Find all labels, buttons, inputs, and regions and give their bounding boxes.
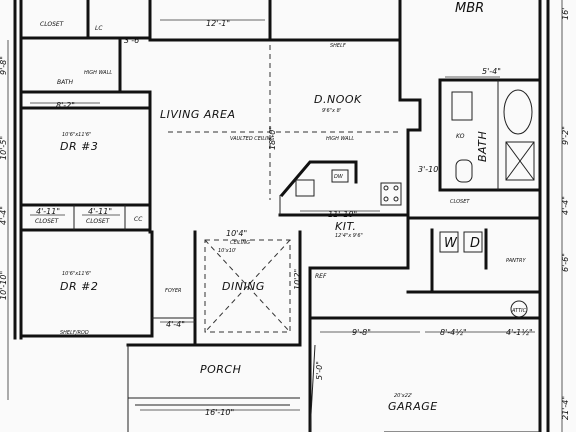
ko-label: KO [456,133,465,140]
dim-5-4: 5'-4" [482,67,501,76]
dim-10-2: 10'2" [293,269,302,290]
cc-label: CC [134,216,143,223]
pantry-label: PANTRY [506,258,526,264]
shelf-note: SHELF [330,43,346,49]
dim-10-4: 10'4" [226,229,247,238]
mbr-label: MBR [455,1,484,16]
dim-6-6: 6'-6" [561,253,570,272]
garage-size: 20'x22' [394,393,412,399]
dim-10-5: 10'-5" [0,136,8,160]
closet-low-note: SHELF/ROD [60,330,89,336]
nook-size: 9'6"x 8' [322,108,341,114]
vaulted-ceiling-note: VAULTED CEILING [230,136,274,142]
ref-label: REF [315,273,327,280]
kit-label: KIT. [335,220,356,233]
dimension-labels: 12'-1" 3'-6" 8'-2" 18'-0" 11'-10" 3'-10"… [0,8,570,420]
ceiling-dashed-lines [168,45,400,333]
high-wall-right-note: HIGH WALL [326,136,354,142]
foyer-label: FOYER [165,288,182,294]
dim-4-4-right: 4'-4" [561,196,570,215]
dim-4-11-a: 4'-11" [36,207,60,216]
closet-b-label: CLOSET [86,218,111,225]
dr3-label: DR #3 [60,140,98,153]
room-labels: CLOSET LC BATH HIGH WALL LIVING AREA DR … [35,1,526,413]
living-area-label: LIVING AREA [160,108,236,121]
porch-label: PORCH [200,363,241,376]
dim-8-4h: 8'-4½" [440,328,467,337]
dim-top: 12'-1" [206,19,230,28]
dining-label: DINING [222,280,265,293]
bath-left-label: BATH [57,79,73,86]
notes: SHELF VAULTED CEILING CEILING 10'x10' HI… [60,43,528,336]
dw-label: DW [334,174,344,180]
d-nook-label: D.NOOK [314,93,362,106]
dim-3-10: 3'-10" [418,165,442,174]
dim-9-8-left: 9'-8" [0,56,8,75]
dim-10-10: 10'-10" [0,271,8,300]
high-wall-label: HIGH WALL [84,70,112,76]
dim-16-10: 16'-10" [205,408,234,417]
dimension-lines [7,0,563,432]
dim-5-0: 5'-0" [315,361,324,380]
dim-8-2: 8'-2" [56,101,75,110]
walls [13,0,550,432]
dim-11-10: 11'-10" [328,210,357,219]
closet-mbr-label: CLOSET [450,199,470,205]
dim-4-4-left: 4'-4" [0,206,8,225]
dining-ceiling-note: CEILING [230,240,250,246]
dr3-size: 10'6"x11'6" [62,132,91,138]
d-label: D [470,236,480,251]
dim-9-8: 9'-8" [352,328,371,337]
dr2-label: DR #2 [60,280,98,293]
closet-a-label: CLOSET [35,218,60,225]
bath-right-label: BATH [476,131,489,162]
dim-4-4: 4'-4" [166,320,185,329]
dr2-size: 10'6"x11'6" [62,271,91,277]
dim-9-2: 9'-2" [561,126,570,145]
w-label: W [444,236,458,251]
attic-access-icon [510,300,528,318]
dim-16-top: 16' [561,8,570,20]
attic-note: ATTIC [511,308,527,314]
dim-18: 18'-0" [268,126,277,150]
dining-size: 10'x10' [218,248,236,254]
dim-4-11-b: 4'-11" [88,207,112,216]
lc-label: LC [95,25,103,32]
kit-size: 12'4"x 9'6" [335,233,363,239]
dim-4-1h: 4'-1½" [506,328,533,337]
dim-3-6: 3'-6" [124,36,143,45]
garage-label: GARAGE [388,400,438,413]
closet-top-label: CLOSET [40,21,65,28]
dim-21-4: 21'-4" [561,396,570,420]
